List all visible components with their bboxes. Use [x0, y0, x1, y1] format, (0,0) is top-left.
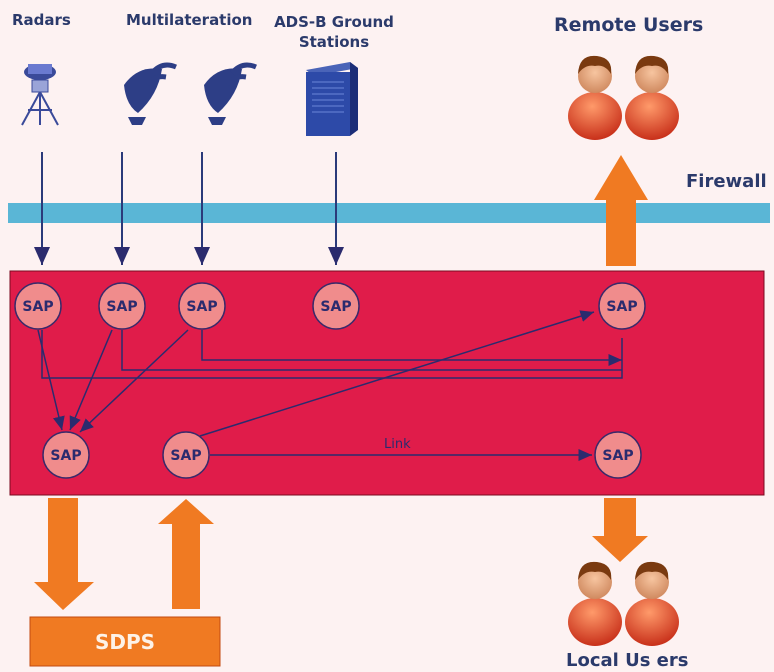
sdps-box [29, 616, 221, 667]
user-icon [568, 561, 622, 646]
radar-icon [21, 64, 59, 126]
dish-icon [204, 62, 257, 125]
firewall-bar [8, 203, 770, 223]
sap-label: SAP [606, 299, 637, 315]
link-line [37, 329, 65, 431]
link-line [69, 329, 113, 431]
sdps-label: SDPS [95, 630, 155, 654]
sap-node: SAP [14, 282, 62, 330]
user-icon [625, 561, 679, 646]
sap-label: SAP [170, 448, 201, 464]
link-line [121, 330, 622, 371]
sap-node: SAP [162, 431, 210, 479]
sap-label: SAP [50, 448, 81, 464]
sap-node: SAP [594, 431, 642, 479]
user-icon [568, 55, 622, 140]
sap-label: SAP [22, 299, 53, 315]
sap-node: SAP [178, 282, 226, 330]
link-line [199, 310, 595, 437]
dish-icon [124, 62, 177, 125]
sap-node: SAP [598, 282, 646, 330]
radars-label: Radars [12, 11, 71, 29]
sap-label: SAP [186, 299, 217, 315]
up-arrow-sdps [158, 499, 214, 609]
up-arrow-remote [594, 155, 648, 266]
sap-label: SAP [106, 299, 137, 315]
sap-label: SAP [602, 448, 633, 464]
sap-node: SAP [98, 282, 146, 330]
sap-node: SAP [312, 282, 360, 330]
user-icon [625, 55, 679, 140]
link-line [41, 330, 623, 379]
remote-users-label: Remote Users [554, 14, 704, 36]
adsb-label: ADS-B Ground Stations [274, 13, 394, 51]
local-users-label: Local Us ers [566, 650, 689, 671]
down-arrow-sdps [34, 498, 94, 610]
link-line [79, 329, 189, 433]
down-arrow-local [592, 498, 648, 562]
firewall-label: Firewall [686, 171, 767, 192]
sap-label: SAP [320, 299, 351, 315]
link-label: Link [384, 437, 411, 452]
multilateration-label: Multilateration [126, 11, 253, 29]
link-line [201, 330, 622, 366]
ground-station-icon [306, 62, 358, 136]
sap-node: SAP [42, 431, 90, 479]
